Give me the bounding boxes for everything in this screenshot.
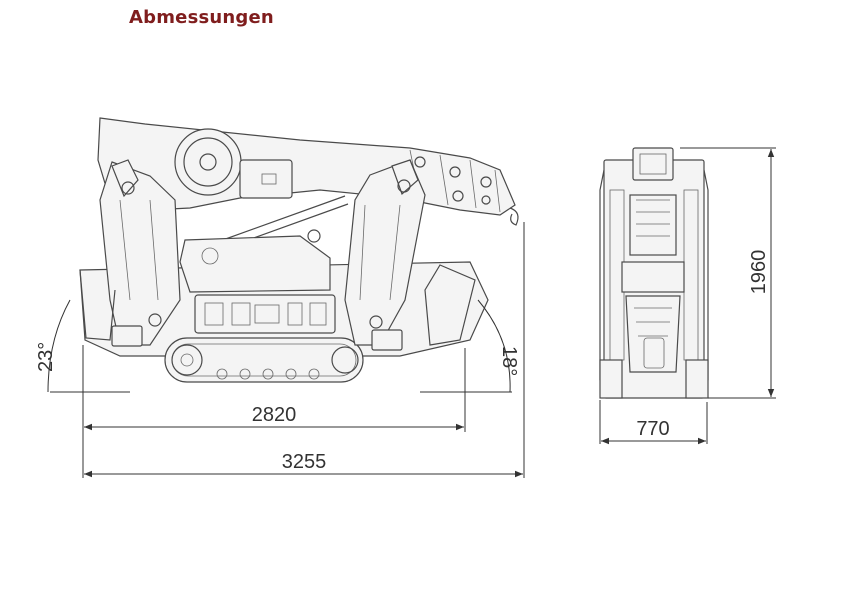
front-view-crane [599, 147, 709, 399]
dimension-2820-label: 2820 [252, 404, 297, 426]
angle-arc-right [477, 299, 511, 393]
angle-right-label: 18° [498, 346, 520, 376]
dimension-770-label: 770 [636, 418, 669, 440]
angle-arc-left [47, 299, 71, 393]
dimension-1960-label: 1960 [748, 250, 770, 295]
page-title: Abmessungen [129, 7, 274, 28]
side-view-crane [79, 117, 519, 383]
track-rollers [171, 344, 359, 380]
angle-left-label: 23° [35, 342, 57, 372]
dimension-3255-label: 3255 [282, 451, 327, 473]
